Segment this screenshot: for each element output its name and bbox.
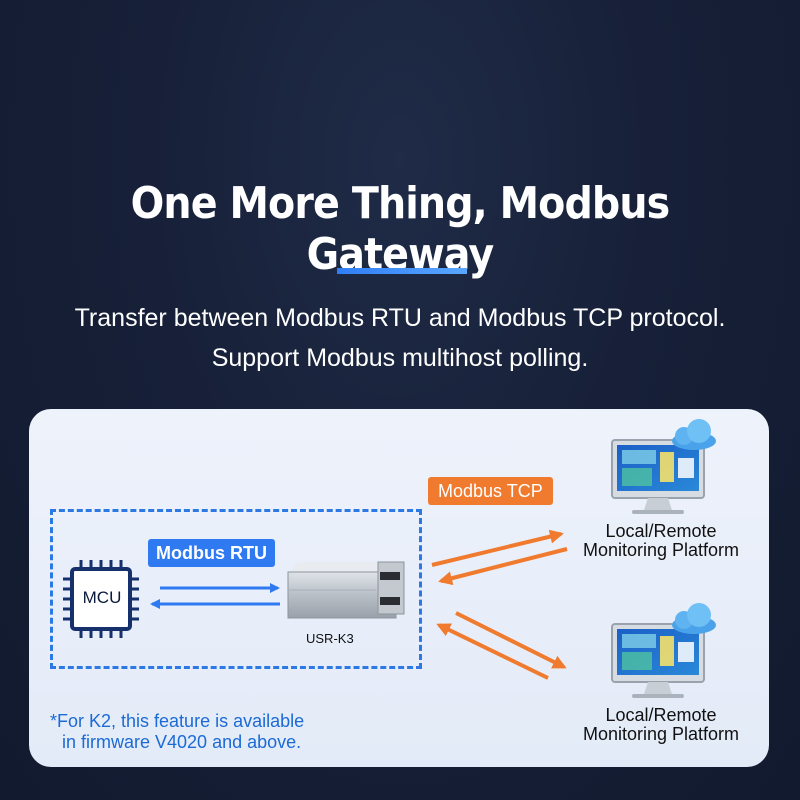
tcp-arrow-to-bottom-platform [455,611,567,669]
cloud-icon-bottom [672,603,716,634]
firmware-note-line2: in firmware V4020 and above. [62,732,302,752]
platform-label-bottom: Local/Remote Monitoring Platform [556,706,766,744]
monitor-icon-bottom [611,623,705,698]
cloud-icon-top [672,419,716,450]
page-title: One More Thing, Modbus Gateway [130,178,671,280]
mcu-chip-icon [63,560,139,638]
platform-label-top: Local/Remote Monitoring Platform [556,522,766,560]
firmware-note-line1: *For K2, this feature is available [50,711,305,731]
tcp-arrow-to-top-platform [431,529,564,567]
usr-k3-device-icon [287,561,405,619]
mcu-label: MCU [82,588,122,607]
gateway-dashed-box [50,509,422,669]
modbus-rtu-tag: Modbus RTU [148,539,275,567]
tcp-arrow-from-bottom-platform [436,623,549,680]
monitor-icon-top [611,439,705,514]
platform-label-bottom-line2: Monitoring Platform [582,724,740,744]
platform-label-bottom-line1: Local/Remote [605,705,717,725]
firmware-note: *For K2, this feature is available in fi… [50,711,304,753]
platform-label-top-line2: Monitoring Platform [582,540,740,560]
subtitle-line-2: Support Modbus multihost polling. [211,344,589,372]
platform-label-top-line1: Local/Remote [605,521,717,541]
tcp-arrow-from-top-platform [438,547,568,586]
subtitle-line-1: Transfer between Modbus RTU and Modbus T… [74,304,726,332]
modbus-tcp-tag: Modbus TCP [428,477,553,505]
device-label: USR-K3 [306,631,354,646]
title-underline [337,268,467,274]
